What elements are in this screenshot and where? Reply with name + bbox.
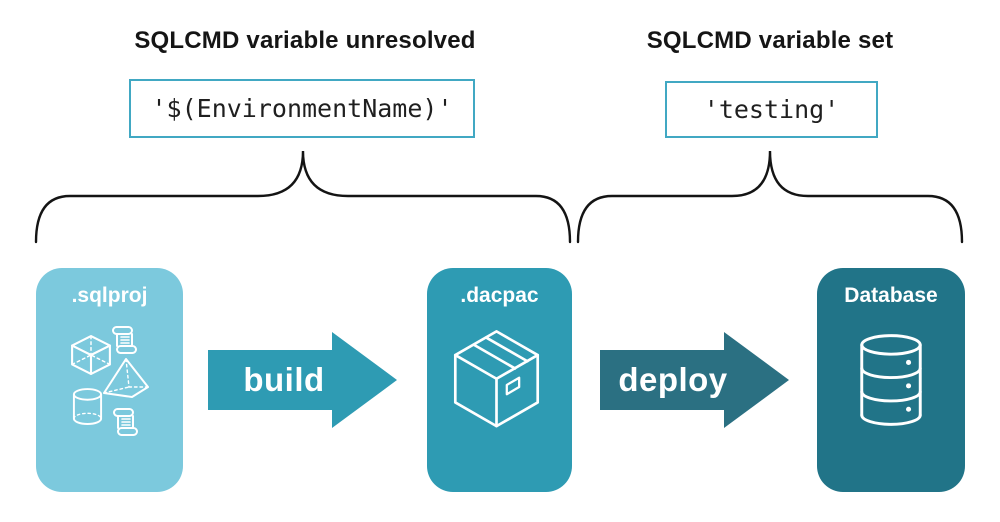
deploy-arrow	[600, 332, 789, 428]
heading-sqlcmd-set: SQLCMD variable set	[646, 27, 894, 54]
heading-sqlcmd-unresolved: SQLCMD variable unresolved	[134, 27, 476, 54]
stage-card-dacpac: .dacpac	[427, 268, 572, 492]
stage-label-sqlproj: .sqlproj	[71, 284, 148, 307]
left-brace	[34, 150, 572, 244]
package-icon	[453, 330, 540, 428]
code-value-set: 'testing'	[703, 95, 840, 124]
scroll-icon	[112, 326, 137, 354]
build-arrow-label: build	[243, 361, 325, 398]
deploy-arrow-label: deploy	[618, 361, 728, 398]
pyramid-icon	[103, 358, 149, 398]
cylinder-icon	[72, 388, 103, 425]
stage-label-database: Database	[844, 284, 938, 307]
right-brace	[576, 150, 964, 244]
stage-card-sqlproj: .sqlproj	[36, 268, 183, 492]
scroll-icon	[113, 408, 138, 436]
stage-label-dacpac: .dacpac	[460, 284, 539, 307]
code-box-unresolved: '$(EnvironmentName)'	[129, 79, 475, 138]
code-value-unresolved: '$(EnvironmentName)'	[151, 94, 453, 123]
database-icon	[860, 334, 922, 426]
code-box-set: 'testing'	[665, 81, 878, 138]
build-arrow	[208, 332, 397, 428]
stage-card-database: Database	[817, 268, 965, 492]
cube-icon	[71, 335, 111, 375]
